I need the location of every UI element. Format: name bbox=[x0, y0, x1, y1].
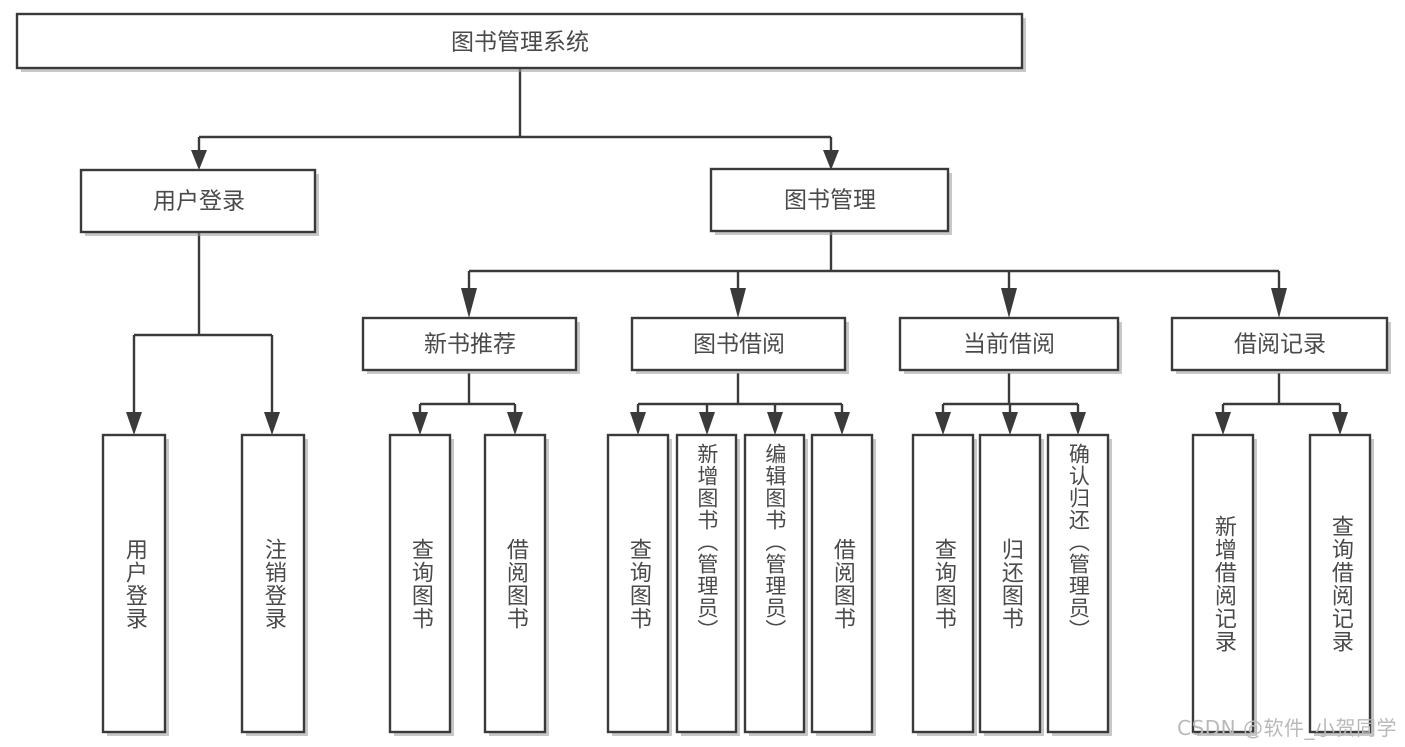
leaf-new-book-rec-0[interactable] bbox=[388, 433, 454, 736]
arrow-leaf-user-login-1 bbox=[126, 412, 142, 435]
arrow-to-borrow-record bbox=[1271, 288, 1287, 318]
leaf-current-borrow-1[interactable] bbox=[978, 433, 1044, 736]
arrow-to-book-borrow bbox=[730, 288, 746, 318]
node-borrow-record-label: 借阅记录 bbox=[1234, 332, 1326, 358]
node-new-book-rec[interactable]: 新书推荐 bbox=[361, 316, 580, 374]
node-user-login-box bbox=[79, 168, 317, 234]
node-book-mgmt-label: 图书管理 bbox=[784, 188, 876, 214]
node-book-borrow-box bbox=[630, 316, 847, 372]
arrow-leaf-user-login-2 bbox=[264, 412, 280, 435]
leaf-book-borrow-3[interactable] bbox=[810, 433, 876, 736]
leaf-current-borrow-2[interactable] bbox=[1046, 433, 1112, 736]
connector-group bbox=[126, 68, 1348, 435]
node-current-borrow-label: 当前借阅 bbox=[963, 332, 1055, 358]
arrow-to-current-borrow bbox=[1001, 288, 1017, 318]
node-new-book-rec-box bbox=[361, 316, 578, 372]
leaf-book-borrow-1[interactable] bbox=[675, 433, 740, 736]
node-current-borrow[interactable]: 当前借阅 bbox=[898, 316, 1122, 374]
leaf-new-book-rec-0-box bbox=[388, 433, 452, 734]
leaf-new-book-rec-1[interactable] bbox=[483, 433, 549, 736]
leaf-user-login-0[interactable] bbox=[101, 433, 169, 736]
leaf-borrow-record-0-box bbox=[1191, 433, 1255, 734]
leaf-current-borrow-0[interactable] bbox=[911, 433, 977, 736]
leaf-user-login-0-box bbox=[101, 433, 167, 734]
leaf-borrow-record-1[interactable] bbox=[1308, 433, 1374, 736]
leaf-user-login-1-box bbox=[240, 433, 306, 734]
arrow-leaf-book-borrow-1 bbox=[630, 412, 646, 435]
node-user-login-label: 用户登录 bbox=[153, 189, 245, 215]
arrow-leaf-current-borrow-3 bbox=[1070, 412, 1086, 435]
leaf-book-borrow-2[interactable] bbox=[743, 433, 808, 736]
leaf-current-borrow-1-box bbox=[978, 433, 1042, 734]
node-book-mgmt[interactable]: 图书管理 bbox=[709, 167, 952, 235]
node-borrow-record-box bbox=[1170, 316, 1389, 372]
node-book-mgmt-box bbox=[709, 167, 950, 233]
node-root[interactable]: 图书管理系统 bbox=[15, 12, 1026, 72]
arrow-leaf-new-book-rec-1 bbox=[412, 412, 428, 435]
node-root-label: 图书管理系统 bbox=[451, 30, 589, 56]
leaf-book-borrow-1-box bbox=[675, 433, 738, 734]
node-book-borrow[interactable]: 图书借阅 bbox=[630, 316, 849, 374]
node-user-login[interactable]: 用户登录 bbox=[79, 168, 319, 236]
arrow-leaf-current-borrow-2 bbox=[1002, 412, 1018, 435]
arrow-leaf-borrow-record-2 bbox=[1332, 412, 1348, 435]
leaf-current-borrow-0-box bbox=[911, 433, 975, 734]
arrow-leaf-book-borrow-2 bbox=[699, 412, 715, 435]
leaf-book-borrow-0[interactable] bbox=[606, 433, 672, 736]
leaf-borrow-record-1-box bbox=[1308, 433, 1372, 734]
arrow-leaf-book-borrow-4 bbox=[834, 412, 850, 435]
node-book-borrow-label: 图书借阅 bbox=[693, 332, 785, 358]
arrow-leaf-borrow-record-1 bbox=[1215, 412, 1231, 435]
arrow-to-book-mgmt bbox=[823, 150, 839, 170]
node-current-borrow-box bbox=[898, 316, 1120, 372]
arrow-leaf-book-borrow-3 bbox=[767, 412, 783, 435]
node-new-book-rec-label: 新书推荐 bbox=[424, 332, 516, 358]
leaf-new-book-rec-1-box bbox=[483, 433, 547, 734]
leaf-borrow-record-0[interactable] bbox=[1191, 433, 1257, 736]
arrow-to-user-login bbox=[191, 150, 207, 170]
leaf-current-borrow-2-box bbox=[1046, 433, 1110, 734]
leaf-book-borrow-0-box bbox=[606, 433, 670, 734]
watermark: CSDN @软件_小贺同学 bbox=[1177, 716, 1397, 740]
arrow-to-new-book-rec bbox=[461, 288, 477, 318]
leaf-user-login-1[interactable] bbox=[240, 433, 308, 736]
node-root-box bbox=[15, 12, 1024, 70]
node-borrow-record[interactable]: 借阅记录 bbox=[1170, 316, 1391, 374]
leaf-book-borrow-2-box bbox=[743, 433, 806, 734]
arrow-leaf-current-borrow-1 bbox=[935, 412, 951, 435]
leaf-book-borrow-3-box bbox=[810, 433, 874, 734]
arrow-leaf-new-book-rec-2 bbox=[507, 412, 523, 435]
